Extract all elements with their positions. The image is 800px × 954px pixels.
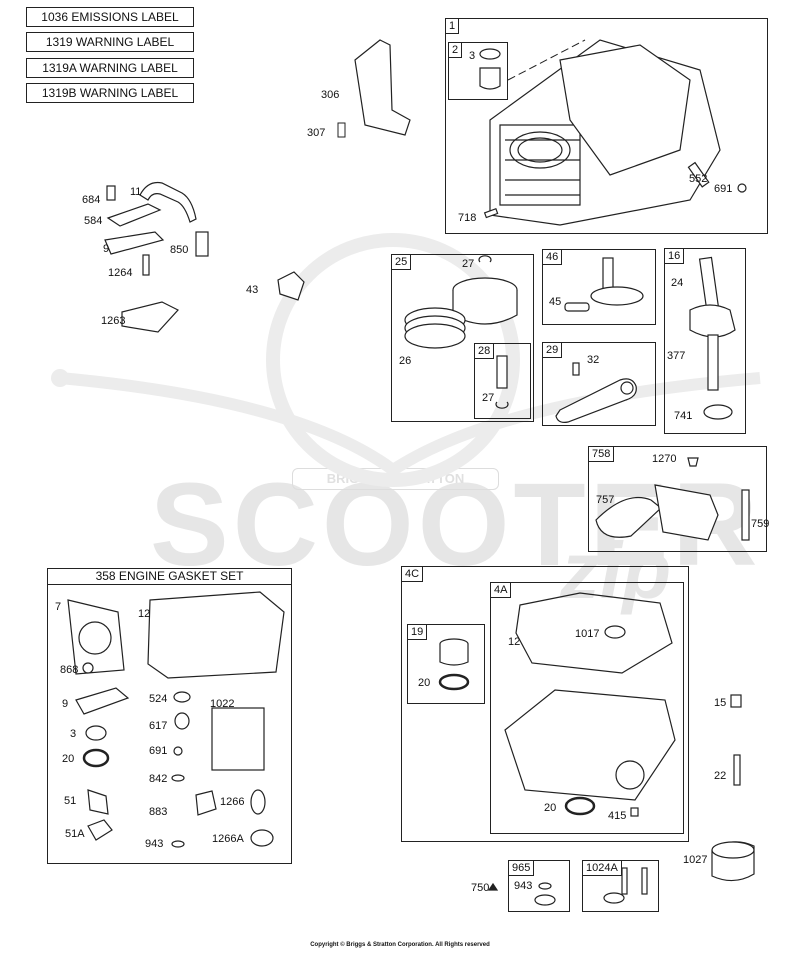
group-19-frame: 19 [407,624,485,704]
part-27-upper: 27 [462,258,475,270]
part-759: 759 [751,518,770,530]
part-757: 757 [596,494,615,506]
part-1270: 1270 [652,453,677,465]
part-15: 15 [714,697,727,709]
part-883: 883 [149,806,168,818]
group-1024a-frame: 1024A [582,860,659,912]
part-552: 552 [689,173,708,185]
part-20-gasket: 20 [62,753,75,765]
gasket-set-frame: 358 ENGINE GASKET SET [47,568,292,864]
group-1-frame: 1 [445,18,768,234]
part-51: 51 [64,795,77,807]
group-758-frame: 758 [588,446,767,552]
part-943-valve: 943 [514,880,533,892]
group-1024a-tag: 1024A [583,861,622,876]
group-2-tag: 2 [449,43,463,58]
group-965-frame: 965 [508,860,570,912]
group-4a-tag: 4A [491,583,512,598]
part-741: 741 [674,410,693,422]
part-750: 750 [471,882,490,894]
part-1266a: 1266A [212,833,244,845]
group-29-tag: 29 [543,343,563,358]
group-28-tag: 28 [475,344,495,359]
part-1022: 1022 [210,698,235,710]
part-850: 850 [170,244,189,256]
part-307: 307 [307,127,326,139]
group-16-frame: 16 [664,248,746,434]
group-1-tag: 1 [446,19,460,34]
part-11: 11 [130,186,142,198]
part-26: 26 [399,355,412,367]
part-377: 377 [667,350,686,362]
part-1027: 1027 [683,854,708,866]
group-46-tag: 46 [543,250,563,265]
part-306: 306 [321,89,340,101]
group-965-tag: 965 [509,861,535,876]
group-4c-frame: 4C [401,566,689,842]
part-7: 7 [55,601,62,613]
part-1263: 1263 [101,315,126,327]
group-25-frame: 25 [391,254,534,422]
group-29-frame: 29 [542,342,656,426]
part-12-gasket: 12 [138,608,151,620]
part-415: 415 [608,810,627,822]
group-758-tag: 758 [589,447,615,462]
part-20-bearing: 20 [418,677,431,689]
part-617: 617 [149,720,168,732]
part-524: 524 [149,693,168,705]
part-684: 684 [82,194,101,206]
group-46-frame: 46 [542,249,656,325]
warning-label-1319b: 1319B WARNING LABEL [26,83,194,103]
part-691-gasket: 691 [149,745,168,757]
group-4c-tag: 4C [402,567,424,582]
part-868: 868 [60,664,79,676]
part-842: 842 [149,773,168,785]
part-27-lower: 27 [482,392,495,404]
part-9-top: 9 [103,243,110,255]
part-32: 32 [587,354,600,366]
part-3-gasket: 3 [70,728,77,740]
part-51a: 51A [65,828,85,840]
watermark-script: zip [560,526,672,615]
group-2-frame: 2 [448,42,508,100]
part-1264: 1264 [108,267,133,279]
part-3-top: 3 [469,50,476,62]
part-12-sump: 12 [508,636,521,648]
copyright-notice: Copyright © Briggs & Stratton Corporatio… [310,942,490,948]
group-25-tag: 25 [392,255,412,270]
part-45: 45 [549,296,562,308]
part-24: 24 [671,277,684,289]
gasket-set-title: 358 ENGINE GASKET SET [48,569,291,585]
part-1017: 1017 [575,628,600,640]
part-1266: 1266 [220,796,245,808]
group-16-tag: 16 [665,249,685,264]
part-20-seal: 20 [544,802,557,814]
group-19-tag: 19 [408,625,428,640]
part-43: 43 [246,284,259,296]
part-22: 22 [714,770,727,782]
group-28-frame: 28 [474,343,531,419]
emissions-label: 1036 EMISSIONS LABEL [26,7,194,27]
part-584: 584 [84,215,103,227]
warning-label-1319: 1319 WARNING LABEL [26,32,194,52]
part-943-gasket: 943 [145,838,164,850]
part-9-gasket: 9 [62,698,69,710]
part-718: 718 [458,212,477,224]
group-4a-frame: 4A [490,582,684,834]
warning-label-1319a: 1319A WARNING LABEL [26,58,194,78]
part-691-top: 691 [714,183,733,195]
